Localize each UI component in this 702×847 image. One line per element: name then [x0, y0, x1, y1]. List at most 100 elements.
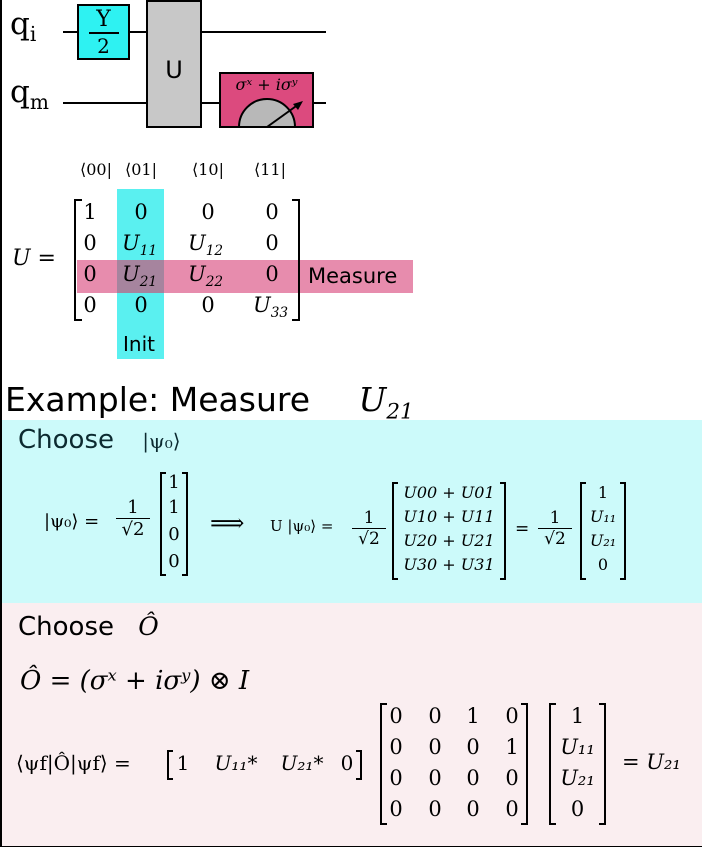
measurement-gate: σˣ + iσʸ — [219, 72, 314, 128]
equals-sign: = — [515, 519, 530, 539]
matrix-cell: U33 — [253, 293, 289, 322]
matrix-cell: 0 — [265, 262, 279, 286]
implies-arrow: ⟹ — [210, 509, 245, 537]
vec3-entry: U₁₁ — [589, 507, 617, 526]
o-matrix-cell: 0 — [428, 766, 442, 790]
u-gate: U — [146, 0, 202, 128]
frac-one-over-sqrt2: 1 √2 — [352, 508, 386, 549]
row-vec-entry: U₂₁* — [280, 751, 324, 775]
o-matrix-left-bracket — [380, 703, 387, 825]
vec3-right-bracket — [620, 482, 626, 580]
matrix-cell: 0 — [134, 200, 148, 224]
u-psi0-lhs: U |ψ₀⟩ = — [270, 517, 334, 535]
wire-qm-a — [63, 102, 146, 104]
o-matrix-cell: 0 — [505, 797, 519, 821]
col-vec-right-bracket — [599, 703, 606, 825]
col-vec-entry: U₂₁ — [560, 766, 595, 790]
choose-psi-section — [2, 420, 702, 603]
expectation-result: = U₂₁ — [622, 750, 681, 774]
vec2-entry: U00 + U01 — [403, 483, 495, 502]
matrix-cell: 0 — [265, 231, 279, 255]
matrix-cell: U12 — [188, 231, 224, 260]
meter-icon — [237, 98, 303, 128]
col-vec-entry: 1 — [570, 704, 585, 728]
o-matrix-cell: 0 — [505, 704, 519, 728]
vec3-entry: 0 — [597, 555, 609, 574]
matrix-u-right-bracket — [292, 199, 300, 321]
col-vec-left-bracket — [549, 703, 556, 825]
matrix-u-left-bracket — [74, 199, 82, 321]
example-heading: Example: Measure U21 — [5, 380, 414, 425]
matrix-cell: U21 — [122, 262, 158, 291]
row-vec-entry: 0 — [340, 751, 354, 775]
matrix-cell: U22 — [188, 262, 224, 291]
row-vec-right-bracket — [356, 750, 362, 780]
matrix-cell: 0 — [83, 262, 97, 286]
o-matrix-cell: 0 — [389, 766, 403, 790]
col-header: ⟨00| — [80, 160, 112, 179]
o-matrix-cell: 0 — [389, 704, 403, 728]
row-vec-entry: 1 — [176, 751, 190, 775]
col-vec-entry: 0 — [570, 797, 585, 821]
matrix-cell: 1 — [83, 200, 97, 224]
qubit-i-label: qi — [10, 6, 37, 47]
col-header: ⟨01| — [125, 160, 157, 179]
vec3-entry: U₂₁ — [589, 531, 617, 550]
psi0-lhs: |ψ₀⟩ = — [44, 511, 100, 532]
init-label: Init — [123, 332, 155, 356]
vec2-right-bracket — [500, 482, 506, 580]
o-matrix-cell: 0 — [389, 797, 403, 821]
row-vec-left-bracket — [167, 750, 173, 780]
vec1-left-bracket — [160, 472, 166, 576]
matrix-cell: 0 — [83, 293, 97, 317]
matrix-u-lhs: U = — [12, 246, 56, 271]
expectation-lhs: ⟨ψf|Ô|ψf⟩ = — [16, 751, 131, 775]
vec1-entry: 0 — [168, 524, 180, 545]
matrix-cell: 0 — [134, 293, 148, 317]
matrix-cell: 0 — [201, 200, 215, 224]
vec1-entry: 0 — [168, 551, 180, 572]
matrix-cell: 0 — [83, 231, 97, 255]
vec2-entry: U20 + U21 — [403, 531, 495, 550]
vec2-left-bracket — [392, 482, 398, 580]
vec2-entry: U30 + U31 — [403, 555, 495, 574]
o-matrix-cell: 0 — [505, 766, 519, 790]
o-matrix-cell: 0 — [466, 797, 480, 821]
o-matrix-cell: 0 — [428, 797, 442, 821]
o-matrix-cell: 0 — [466, 766, 480, 790]
wire-qm-b — [202, 102, 219, 104]
o-matrix-cell: 0 — [428, 704, 442, 728]
wire-qi-a — [63, 31, 77, 33]
vec1-right-bracket — [182, 472, 188, 576]
o-matrix-cell: 0 — [428, 735, 442, 759]
vec1-entry: 1 — [168, 497, 180, 518]
choose-psi-heading: Choose |ψ₀⟩ — [18, 425, 181, 455]
choose-operator-heading: Choose Ô — [18, 612, 159, 642]
matrix-cell: U11 — [122, 231, 158, 260]
y-half-gate: Y 2 — [77, 4, 130, 60]
frac-one-over-sqrt2: 1 √2 — [538, 508, 572, 549]
wire-qi-c — [202, 31, 326, 33]
vec3-left-bracket — [580, 482, 586, 580]
matrix-cell: 0 — [265, 200, 279, 224]
o-matrix-cell: 0 — [466, 735, 480, 759]
col-vec-entry: U₁₁ — [560, 735, 595, 759]
highlight-overlap — [117, 260, 164, 293]
wire-qi-b — [130, 31, 146, 33]
o-matrix-right-bracket — [521, 703, 528, 825]
choose-operator-section — [2, 603, 702, 846]
row-vec-entry: U₁₁* — [214, 751, 258, 775]
o-matrix-cell: 1 — [466, 704, 480, 728]
o-matrix-cell: 0 — [389, 735, 403, 759]
frame-bottom-border — [0, 845, 702, 847]
col-header: ⟨11| — [254, 160, 286, 179]
col-header: ⟨10| — [192, 160, 224, 179]
vec1-entry: 1 — [168, 472, 180, 493]
vec2-entry: U10 + U11 — [403, 507, 495, 526]
frame-left-border — [0, 0, 2, 847]
measure-label: Measure — [308, 264, 398, 288]
o-matrix-cell: 1 — [505, 735, 519, 759]
qubit-m-label: qm — [10, 74, 49, 115]
matrix-cell: 0 — [201, 293, 215, 317]
operator-definition: Ô = (σˣ + iσʸ) ⊗ I — [20, 666, 250, 696]
